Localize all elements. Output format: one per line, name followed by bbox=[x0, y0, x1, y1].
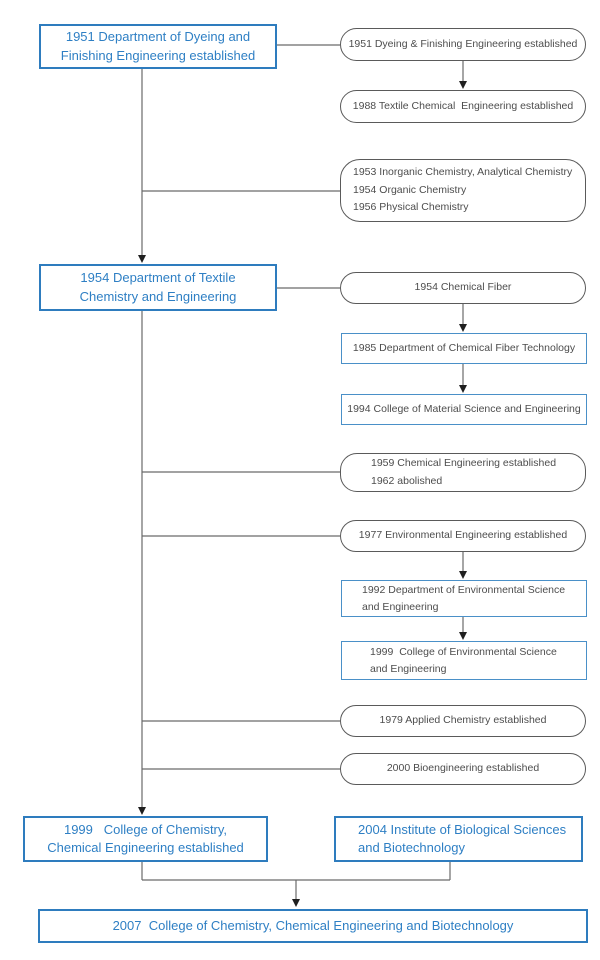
node-label-line: 1999 College of Environmental Science bbox=[370, 645, 557, 658]
node-1979-applied-chemistry: 1979 Applied Chemistry established bbox=[340, 705, 586, 737]
node-1992-environmental-science-dept: 1992 Department of Environmental Science… bbox=[341, 580, 587, 617]
node-label-line: 2004 Institute of Biological Sciences bbox=[358, 821, 567, 837]
node-1954-chemical-fiber: 1954 Chemical Fiber bbox=[340, 272, 586, 304]
node-label-line: 1953 Inorganic Chemistry, Analytical Che… bbox=[353, 165, 573, 178]
node-1985-chemical-fiber-tech-dept: 1985 Department of Chemical Fiber Techno… bbox=[341, 333, 587, 364]
node-label-line: 1962 abolished bbox=[371, 474, 443, 487]
node-label-line: 1992 Department of Environmental Science bbox=[362, 583, 566, 596]
node-1954-textile-chemistry-dept: 1954 Department of Textile Chemistry and… bbox=[39, 264, 277, 311]
node-label-line: 1979 Applied Chemistry established bbox=[379, 714, 547, 727]
node-label-line: and Engineering bbox=[362, 600, 439, 613]
node-label-line: Chemistry and Engineering bbox=[79, 288, 237, 304]
node-1953-chemistry-list: 1953 Inorganic Chemistry, Analytical Che… bbox=[340, 159, 586, 222]
node-2000-bioengineering: 2000 Bioengineering established bbox=[340, 753, 586, 785]
node-1994-material-science-college: 1994 College of Material Science and Eng… bbox=[341, 394, 587, 425]
node-label-line: Finishing Engineering established bbox=[60, 47, 256, 63]
arrowheads bbox=[138, 81, 467, 907]
node-label-line: 1951 Dyeing & Finishing Engineering esta… bbox=[348, 37, 578, 50]
node-2004-biological-sciences-institute: 2004 Institute of Biological Sciences an… bbox=[334, 816, 583, 862]
node-label-line: 1959 Chemical Engineering established bbox=[371, 456, 557, 469]
node-label-line: 1999 College of Chemistry, bbox=[63, 821, 228, 837]
node-label-line: 1956 Physical Chemistry bbox=[353, 201, 469, 214]
node-1959-chemical-eng: 1959 Chemical Engineering established 19… bbox=[340, 453, 586, 492]
node-label-line: 1985 Department of Chemical Fiber Techno… bbox=[352, 342, 576, 355]
connector-segments bbox=[141, 44, 464, 899]
node-1951-dyeing-finishing-eng: 1951 Dyeing & Finishing Engineering esta… bbox=[340, 28, 586, 61]
node-label-line: Chemical Engineering established bbox=[47, 840, 244, 855]
node-label-line: 1954 Organic Chemistry bbox=[353, 183, 467, 196]
node-label-line: 2007 College of Chemistry, Chemical Engi… bbox=[112, 917, 514, 933]
node-label-line: and Biotechnology bbox=[358, 840, 465, 855]
node-label-line: 1994 College of Material Science and Eng… bbox=[347, 403, 581, 416]
node-1951-dyeing-finishing-dept: 1951 Department of Dyeing and Finishing … bbox=[39, 24, 277, 69]
node-label-line: 1954 Chemical Fiber bbox=[414, 281, 512, 294]
node-label-line: and Engineering bbox=[370, 662, 447, 675]
node-label-line: 2000 Bioengineering established bbox=[386, 762, 540, 775]
node-label-line: 1977 Environmental Engineering establish… bbox=[358, 529, 568, 542]
node-1999-chemistry-college: 1999 College of Chemistry, Chemical Engi… bbox=[23, 816, 268, 862]
node-1977-environmental-eng: 1977 Environmental Engineering establish… bbox=[340, 520, 586, 552]
node-label-line: 1951 Department of Dyeing and bbox=[65, 29, 251, 45]
node-2007-college-chemistry-biotech: 2007 College of Chemistry, Chemical Engi… bbox=[38, 909, 588, 943]
node-1999-environmental-science-college: 1999 College of Environmental Science an… bbox=[341, 641, 587, 680]
node-label-line: 1988 Textile Chemical Engineering establ… bbox=[352, 99, 574, 112]
node-1988-textile-chemical-eng: 1988 Textile Chemical Engineering establ… bbox=[340, 90, 586, 123]
node-label-line: 1954 Department of Textile bbox=[80, 270, 236, 286]
